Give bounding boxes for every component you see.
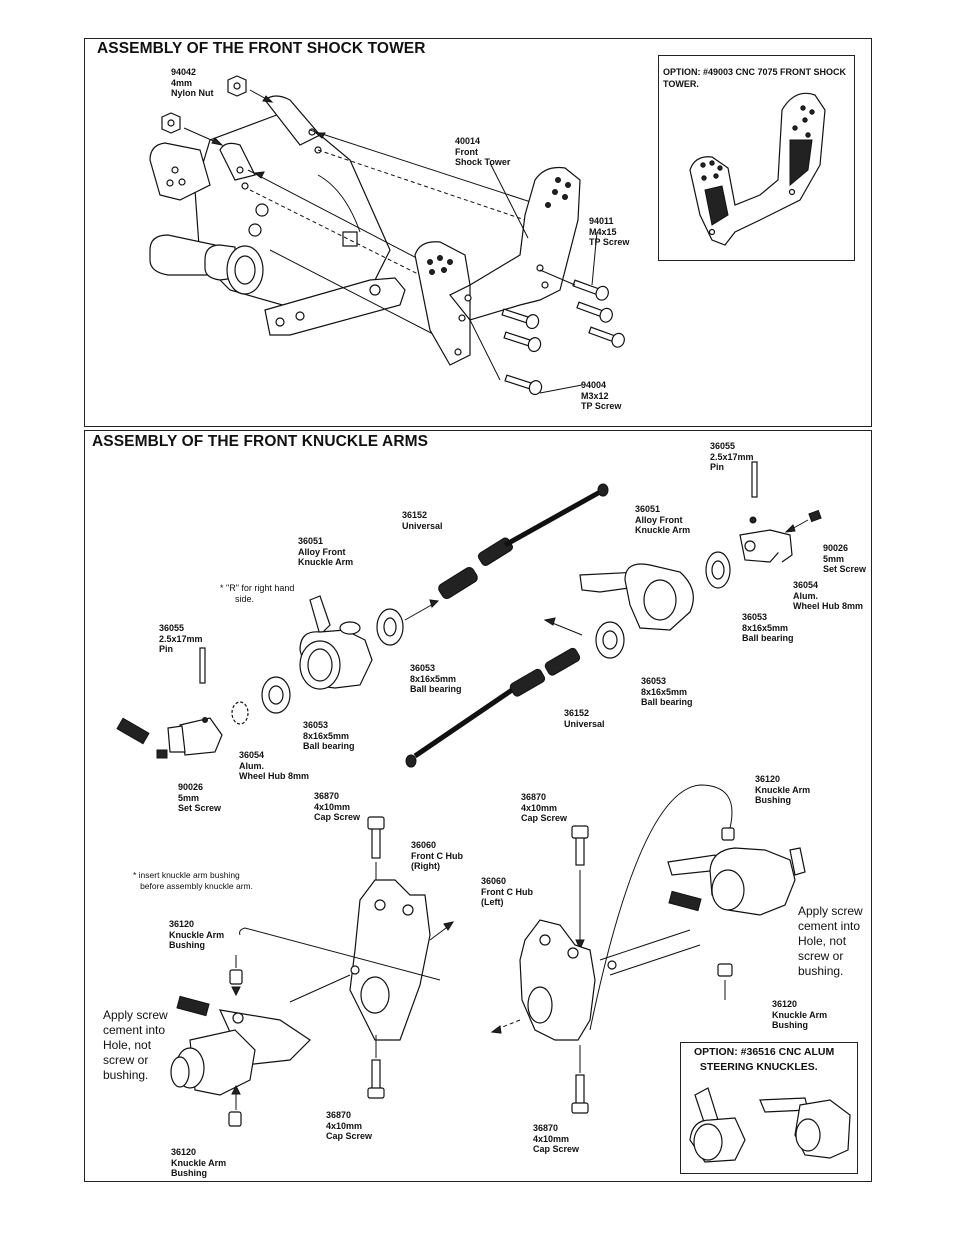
label-set-screw-right: 90026 5mm Set Screw [823, 543, 867, 574]
label-bushing-note: * insert knuckle arm bushing before asse… [133, 870, 253, 891]
label-c-hub-right: 36060 Front C Hub (Right) [411, 840, 463, 871]
label-tp-screw-m3: 94004 M3x12 TP Screw [581, 380, 622, 411]
label-cap-screw-4: 36870 4x10mm Cap Screw [533, 1123, 580, 1154]
label-c-hub-left: 36060 Front C Hub (Left) [481, 876, 533, 907]
label-universal-bottom: 36152 Universal [564, 708, 605, 729]
label-knuckle-left: 36051 Alloy Front Knuckle Arm [298, 536, 354, 567]
shock-tower-title: ASSEMBLY OF THE FRONT SHOCK TOWER [97, 40, 426, 57]
gearbox-body [149, 95, 406, 336]
label-cap-screw-2: 36870 4x10mm Cap Screw [521, 792, 568, 823]
label-cap-screw-1: 36870 4x10mm Cap Screw [314, 791, 361, 822]
label-cap-screw-3: 36870 4x10mm Cap Screw [326, 1110, 373, 1141]
label-hub-right: 36054 Alum. Wheel Hub 8mm [793, 580, 864, 611]
label-universal-top: 36152 Universal [402, 510, 443, 531]
note-apply-screw-cement-left: Apply screw cement into Hole, not screw … [103, 1008, 168, 1082]
note-apply-screw-cement-right: Apply screw cement into Hole, not screw … [798, 904, 863, 978]
knuckle-left-lower [170, 955, 311, 1127]
label-bushing-top-right: 36120 Knuckle Arm Bushing [755, 774, 811, 805]
label-bearing-left-inner: 36053 8x16x5mm Ball bearing [303, 720, 355, 751]
label-bearing-left-outer: 36053 8x16x5mm Ball bearing [410, 663, 462, 694]
option-shock-tower [689, 92, 826, 246]
tp-screw-m4-icon [572, 279, 625, 348]
label-pin-top: 36055 2.5x17mm Pin [710, 441, 754, 472]
label-bushing-left-bottom: 36120 Knuckle Arm Bushing [171, 1147, 227, 1178]
label-bushing-left-top: 36120 Knuckle Arm Bushing [169, 919, 225, 950]
label-bearing-right-outer: 36053 8x16x5mm Ball bearing [742, 612, 794, 643]
front-shock-tower [414, 166, 581, 366]
knuckle-arms-title: ASSEMBLY OF THE FRONT KNUCKLE ARMS [92, 433, 429, 450]
label-hub-left: 36054 Alum. Wheel Hub 8mm [239, 750, 310, 781]
label-set-screw-left: 90026 5mm Set Screw [178, 782, 222, 813]
label-knuckle-right: 36051 Alloy Front Knuckle Arm [635, 504, 691, 535]
label-tp-screw-m4: 94011 M4x15 TP Screw [589, 216, 630, 247]
nylon-nut-icon [161, 75, 247, 134]
right-knuckle-assembly [405, 461, 822, 768]
label-nylon-nut: 94042 4mm Nylon Nut [171, 67, 214, 98]
label-r-note: * "R" for right hand side. [220, 583, 295, 604]
c-hub-right-drawing [349, 816, 455, 1099]
shock-tower-option-label: OPTION: #49003 CNC 7075 FRONT SHOCK TOWE… [663, 67, 847, 89]
shock-tower-option-box [658, 55, 855, 261]
label-front-shock-tower: 40014 Front Shock Tower [455, 136, 511, 167]
option-knuckles-drawing [689, 1087, 851, 1163]
tp-screw-m3-icon [501, 308, 543, 396]
left-knuckle-assembly [116, 595, 440, 759]
knuckle-option-label: OPTION: #36516 CNC ALUM STEERING KNUCKLE… [694, 1046, 835, 1073]
c-hub-left-drawing [490, 825, 596, 1114]
label-bearing-right-inner: 36053 8x16x5mm Ball bearing [641, 676, 693, 707]
knuckle-right-lower [589, 784, 806, 1031]
label-pin-left: 36055 2.5x17mm Pin [159, 623, 203, 654]
label-bushing-right-bottom: 36120 Knuckle Arm Bushing [772, 999, 828, 1030]
